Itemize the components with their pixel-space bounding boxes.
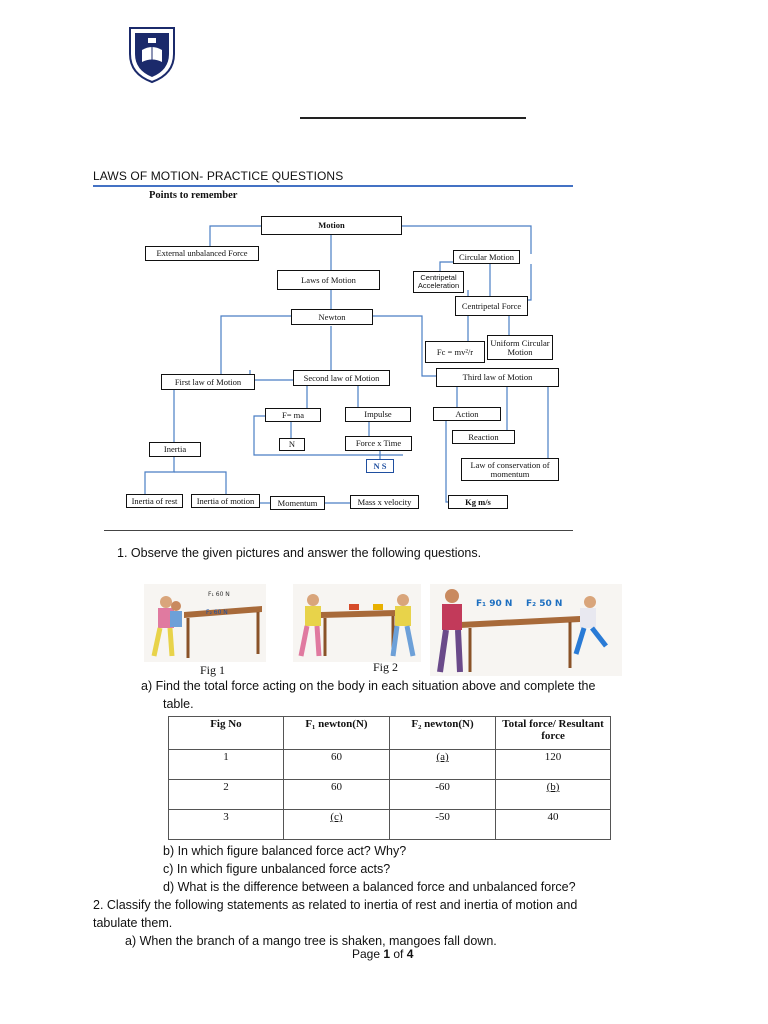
page-title: LAWS OF MOTION- PRACTICE QUESTIONS <box>93 169 344 183</box>
table-cell: 2 <box>168 779 284 810</box>
box-mass-velocity: Mass x velocity <box>350 495 419 509</box>
table-cell: 120 <box>495 749 611 780</box>
question-1b: b) In which figure balanced force act? W… <box>163 844 407 858</box>
page-of: of <box>390 947 407 961</box>
table-cell: 40 <box>495 809 611 840</box>
table-cell: -60 <box>388 779 497 810</box>
title-underline <box>93 185 573 187</box>
page-number: Page 1 of 4 <box>352 947 413 961</box>
page-total: 4 <box>406 947 414 961</box>
table-header-cell: F₁ newton(N) <box>282 716 390 750</box>
fig1-force-1: F₁ 60 N <box>208 591 230 598</box>
box-centripetal-acceleration: Centripetal Acceleration <box>413 271 464 293</box>
question-1a-line-2: table. <box>163 697 194 711</box>
points-heading: Points to remember <box>149 190 238 201</box>
figure-1-illustration: F₁ 60 N F₂ 60 N <box>144 584 266 662</box>
table-row: 1 60 (a) 120 <box>168 749 611 780</box>
box-momentum: Momentum <box>270 496 325 510</box>
question-2-line-2: tabulate them. <box>93 916 173 930</box>
table-cell-blank: (a) <box>388 749 497 780</box>
box-external-force: External unbalanced Force <box>145 246 259 261</box>
question-2a: a) When the branch of a mango tree is sh… <box>125 934 497 948</box>
school-crest-logo <box>129 27 175 84</box>
box-conservation-momentum: Law of conservation of momentum <box>461 458 559 481</box>
box-action: Action <box>433 407 501 421</box>
force-table: Fig No F₁ newton(N) F₂ newton(N) Total f… <box>168 716 611 840</box>
box-centripetal-force: Centripetal Force <box>455 296 528 316</box>
table-cell: -50 <box>388 809 497 840</box>
table-header-cell: F₂ newton(N) <box>388 716 497 750</box>
box-inertia-motion: Inertia of motion <box>191 494 260 508</box>
fig-1-label: Fig 1 <box>200 663 226 677</box>
box-impulse: Impulse <box>345 407 411 422</box>
fig3-force-2: F₂ 50 N <box>526 599 562 609</box>
box-circular-motion: Circular Motion <box>453 250 520 264</box>
question-1-text: 1. Observe the given pictures and answer… <box>117 546 482 560</box>
box-laws-of-motion: Laws of Motion <box>277 270 380 290</box>
figure-3-illustration: F₁ 90 N F₂ 50 N <box>430 584 622 676</box>
table-header-cell: Fig No <box>168 716 284 750</box>
box-n: N <box>279 438 305 451</box>
question-2-line-1: 2. Classify the following statements as … <box>93 898 578 912</box>
box-f-ma: F= ma <box>265 408 321 422</box>
box-reaction: Reaction <box>452 430 515 444</box>
fig1-force-2: F₂ 60 N <box>206 609 228 616</box>
page-current: 1 <box>383 947 391 961</box>
box-uniform-circular-motion: Uniform Circular Motion <box>487 335 553 360</box>
figure-2-illustration <box>293 584 421 662</box>
box-inertia: Inertia <box>149 442 201 457</box>
table-row: 3 (c) -50 40 <box>168 809 611 840</box>
box-kgms: Kg m/s <box>448 495 508 509</box>
box-third-law: Third law of Motion <box>436 368 559 387</box>
question-1c: c) In which figure unbalanced force acts… <box>163 862 391 876</box>
table-cell: 1 <box>168 749 284 780</box>
section-divider <box>104 530 573 531</box>
box-fc-formula: Fc = mv²/r <box>425 341 485 363</box>
table-header-cell: Total force/ Resultant force <box>495 716 611 750</box>
box-force-time: Force x Time <box>345 436 412 451</box>
box-motion: Motion <box>261 216 402 235</box>
fig-2-label: Fig 2 <box>373 660 399 674</box>
page-prefix: Page <box>352 947 384 961</box>
table-cell-blank: (b) <box>495 779 611 810</box>
table-row: 2 60 -60 (b) <box>168 779 611 810</box>
question-1d: d) What is the difference between a bala… <box>163 880 576 894</box>
fig3-force-1: F₁ 90 N <box>476 599 512 609</box>
question-1a-line-1: a) Find the total force acting on the bo… <box>141 679 596 693</box>
box-inertia-rest: Inertia of rest <box>126 494 183 508</box>
table-cell: 3 <box>168 809 284 840</box>
box-ns-unit: N S <box>366 459 394 473</box>
box-newton: Newton <box>291 309 373 325</box>
table-cell: 60 <box>282 749 390 780</box>
table-cell-blank: (c) <box>282 809 390 840</box>
box-second-law: Second law of Motion <box>293 370 390 386</box>
table-cell: 60 <box>282 779 390 810</box>
header-rule <box>300 117 526 119</box>
table-header-row: Fig No F₁ newton(N) F₂ newton(N) Total f… <box>168 716 611 750</box>
box-first-law: First law of Motion <box>161 374 255 390</box>
